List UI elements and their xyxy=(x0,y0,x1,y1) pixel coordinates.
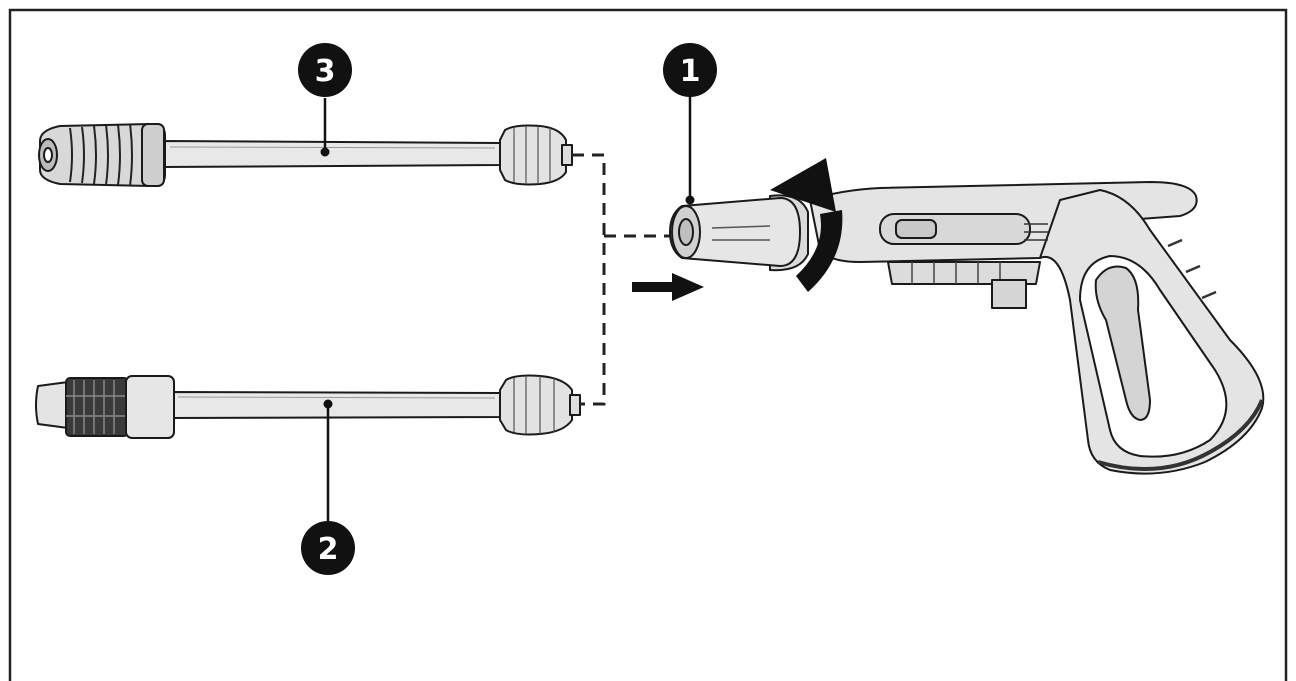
lance-variable-nozzle xyxy=(35,374,581,439)
callout-3-label: 3 xyxy=(315,54,336,89)
rotate-arrow-icon xyxy=(770,158,843,292)
spray-gun xyxy=(669,181,1265,475)
callout-3: 3 xyxy=(298,43,352,157)
push-arrow-icon xyxy=(632,273,704,301)
callout-2: 2 xyxy=(301,399,355,575)
callout-2-label: 2 xyxy=(318,532,339,567)
callout-1-label: 1 xyxy=(680,54,701,89)
connection-guide-lines xyxy=(572,153,672,406)
diagram-frame xyxy=(8,8,1288,681)
lance-turbo-nozzle xyxy=(38,123,573,187)
callout-1: 1 xyxy=(663,43,717,205)
